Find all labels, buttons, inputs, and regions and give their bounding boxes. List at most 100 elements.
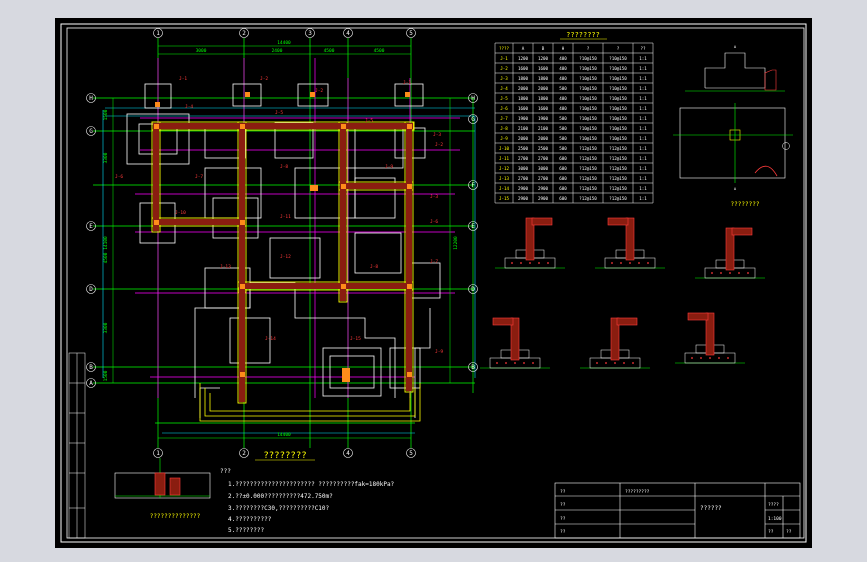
schedule-cell: 1900 [518, 116, 529, 121]
svg-text:2: 2 [242, 30, 246, 37]
plan-title: ???????? [263, 451, 306, 461]
schedule-cell: 2000 [518, 86, 529, 91]
svg-text:D: D [471, 286, 475, 293]
schedule-cell: ?12@150 [579, 196, 597, 201]
svg-text:J-1: J-1 [403, 80, 411, 86]
schedule-cell: J-4 [500, 86, 508, 91]
schedule-cell: 1800 [518, 76, 529, 81]
schedule-cell: ?10@150 [609, 66, 627, 71]
schedule-cell: ?10@150 [579, 106, 597, 111]
svg-text:J-5: J-5 [275, 110, 283, 116]
schedule-header-cell: ???? [499, 46, 510, 51]
svg-text:J-11: J-11 [280, 214, 291, 220]
schedule-cell: J-12 [499, 166, 510, 171]
schedule-cell: 2700 [538, 176, 549, 181]
schedule-cell: 1600 [538, 106, 549, 111]
note-line-2: 2.??±0.000??????????472.750m? [228, 493, 333, 500]
schedule-header-cell: ?? [640, 46, 646, 51]
title-label-4: ?? [560, 529, 566, 535]
svg-text:J-13: J-13 [220, 264, 231, 270]
schedule-cell: ?10@150 [609, 56, 627, 61]
note-line-3: 3.????????C30,??????????C10? [228, 505, 330, 512]
axis-grid-horizontal [93, 97, 475, 424]
schedule-cell: 500 [559, 116, 567, 121]
svg-text:J-7: J-7 [195, 174, 203, 180]
detail-section-title: ???????? [731, 201, 760, 208]
svg-text:J-8: J-8 [280, 164, 288, 170]
footing-section-detail: A A [673, 44, 793, 191]
schedule-cell: 600 [559, 186, 567, 191]
schedule-cell: J-7 [500, 116, 508, 121]
dimension-texts: 14400 3000 2400 4500 4500 14400 14100 12… [103, 40, 459, 438]
schedule-cell: ?10@150 [579, 116, 597, 121]
schedule-cell: ?12@150 [609, 146, 627, 151]
svg-text:J-2: J-2 [260, 76, 268, 82]
schedule-cell: J-10 [499, 146, 510, 151]
schedule-cell: J-3 [500, 76, 508, 81]
svg-text:J-5: J-5 [365, 118, 373, 124]
schedule-cell: 400 [559, 66, 567, 71]
note-line-1: 1.?????????????????????? ??????????fak=1… [228, 481, 395, 488]
small-section: ?????????????? [114, 458, 211, 520]
title-block: ?? ?? ?? ?? ????????? ?????? ???? 1:100 … [554, 482, 801, 539]
schedule-cell: 1:1 [639, 126, 647, 131]
schedule-cell: ?10@150 [579, 86, 597, 91]
svg-text:E: E [89, 223, 93, 230]
schedule-cell: 1200 [538, 56, 549, 61]
svg-text:J-8: J-8 [370, 264, 378, 270]
schedule-cell: 2700 [518, 156, 529, 161]
schedule-cell: 1:1 [639, 176, 647, 181]
title-label-3: ?? [560, 516, 566, 522]
detail-sketch [675, 312, 745, 364]
schedule-cell: J-6 [500, 106, 508, 111]
svg-text:3300: 3300 [103, 152, 109, 163]
title-label-2: ?? [560, 502, 566, 508]
note-line-5: 5.???????? [228, 527, 265, 534]
foundation-plan: J-1J-2 J-2J-1 J-4J-5 J-5J-3 J-6J-7 J-8J-… [86, 28, 478, 461]
schedule-cell: 1:1 [639, 136, 647, 141]
svg-text:3300: 3300 [103, 322, 109, 333]
svg-text:3000: 3000 [196, 48, 207, 54]
title-label-6: ?? [786, 529, 792, 535]
right-axis-bubbles: H G F E D B [468, 93, 478, 372]
svg-text:J-3: J-3 [430, 194, 438, 200]
schedule-cell: 1600 [538, 66, 549, 71]
schedule-cell: ?12@150 [609, 156, 627, 161]
schedule-cell: ?12@150 [579, 186, 597, 191]
schedule-cell: 2000 [538, 136, 549, 141]
small-section-title: ?????????????? [150, 513, 201, 520]
foundation-beam-outline [151, 121, 415, 404]
notes-header: ??? [220, 468, 231, 475]
schedule-cell: ?12@150 [609, 176, 627, 181]
schedule-cell: 1:1 [639, 166, 647, 171]
schedule-header-cell: ? [587, 46, 590, 51]
svg-text:J-6: J-6 [115, 174, 123, 180]
schedule-cell: 1:1 [639, 106, 647, 111]
retaining-ring [199, 383, 421, 422]
top-axis-bubbles: 1 2 3 4 5 [153, 28, 416, 38]
schedule-cell: 1600 [518, 66, 529, 71]
title-label-1: ?? [560, 489, 566, 495]
schedule-cell: 1900 [538, 116, 549, 121]
svg-text:14400: 14400 [277, 40, 291, 46]
schedule-header-cell: A [522, 46, 525, 51]
schedule-cell: ?10@150 [579, 76, 597, 81]
schedule-cell: 2000 [538, 86, 549, 91]
schedule-cell: ?10@150 [579, 66, 597, 71]
svg-text:4500: 4500 [103, 252, 109, 263]
svg-text:J-9: J-9 [385, 164, 393, 170]
schedule-cell: 2700 [538, 156, 549, 161]
schedule-cell: 2100 [518, 126, 529, 131]
svg-text:J-3: J-3 [433, 132, 441, 138]
title-drawing-name: ?????? [700, 505, 722, 512]
schedule-cell: 500 [559, 126, 567, 131]
detail-sketch [595, 217, 665, 269]
inner-frame [66, 27, 805, 539]
schedule-cell: 1800 [518, 96, 529, 101]
schedule-cell: 500 [559, 146, 567, 151]
schedule-cell: J-9 [500, 136, 508, 141]
schedule-cell: 1800 [538, 76, 549, 81]
